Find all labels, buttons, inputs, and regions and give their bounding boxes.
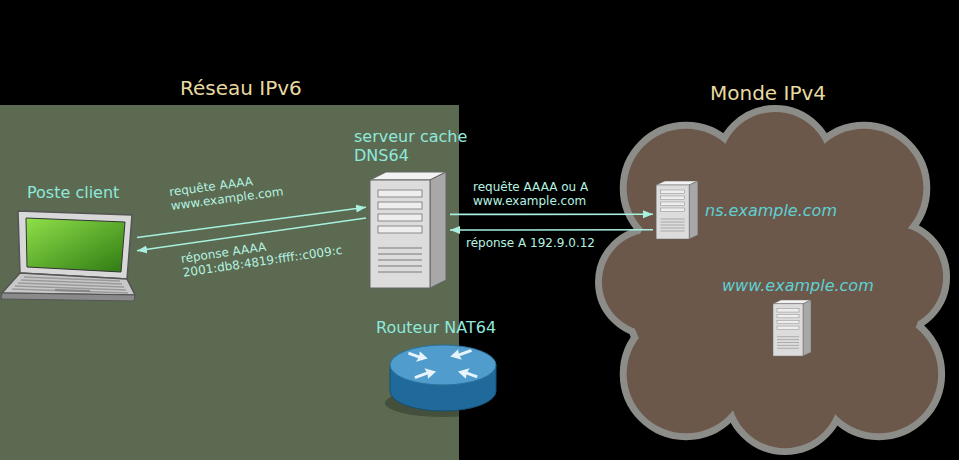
- server-icon: [772, 299, 812, 357]
- node-label: serveur cache DNS64: [354, 127, 484, 165]
- node-label: Poste client: [0, 183, 135, 202]
- router-icon: [388, 341, 498, 419]
- message-arrow: [450, 229, 653, 231]
- message-arrow: [450, 213, 653, 215]
- network-region: Réseau IPv6Poste clientserveur cache DNS…: [0, 105, 459, 460]
- ns-server: ns.example.com: [655, 180, 837, 240]
- server-icon: [368, 170, 448, 290]
- node-label: ns.example.com: [705, 201, 837, 220]
- laptop-icon: [0, 209, 135, 304]
- node-label: www.example.com: [722, 276, 874, 295]
- cloud-region: Monde IPv4ns.example.comwww.example.com: [597, 108, 955, 456]
- edge-label: réponse A 192.9.0.12: [466, 236, 626, 250]
- dns-server: serveur cache DNS64: [354, 127, 484, 290]
- nat-router: Routeur NAT64: [376, 318, 498, 419]
- node-label: Routeur NAT64: [376, 318, 498, 337]
- region-heading: Réseau IPv6: [0, 77, 459, 99]
- server-icon: [655, 180, 699, 240]
- region-heading: Monde IPv4: [597, 82, 955, 104]
- www-server: www.example.com: [722, 276, 874, 357]
- edge-label: requête AAAA ou A www.example.com: [473, 180, 613, 208]
- client-laptop: Poste client: [0, 183, 135, 304]
